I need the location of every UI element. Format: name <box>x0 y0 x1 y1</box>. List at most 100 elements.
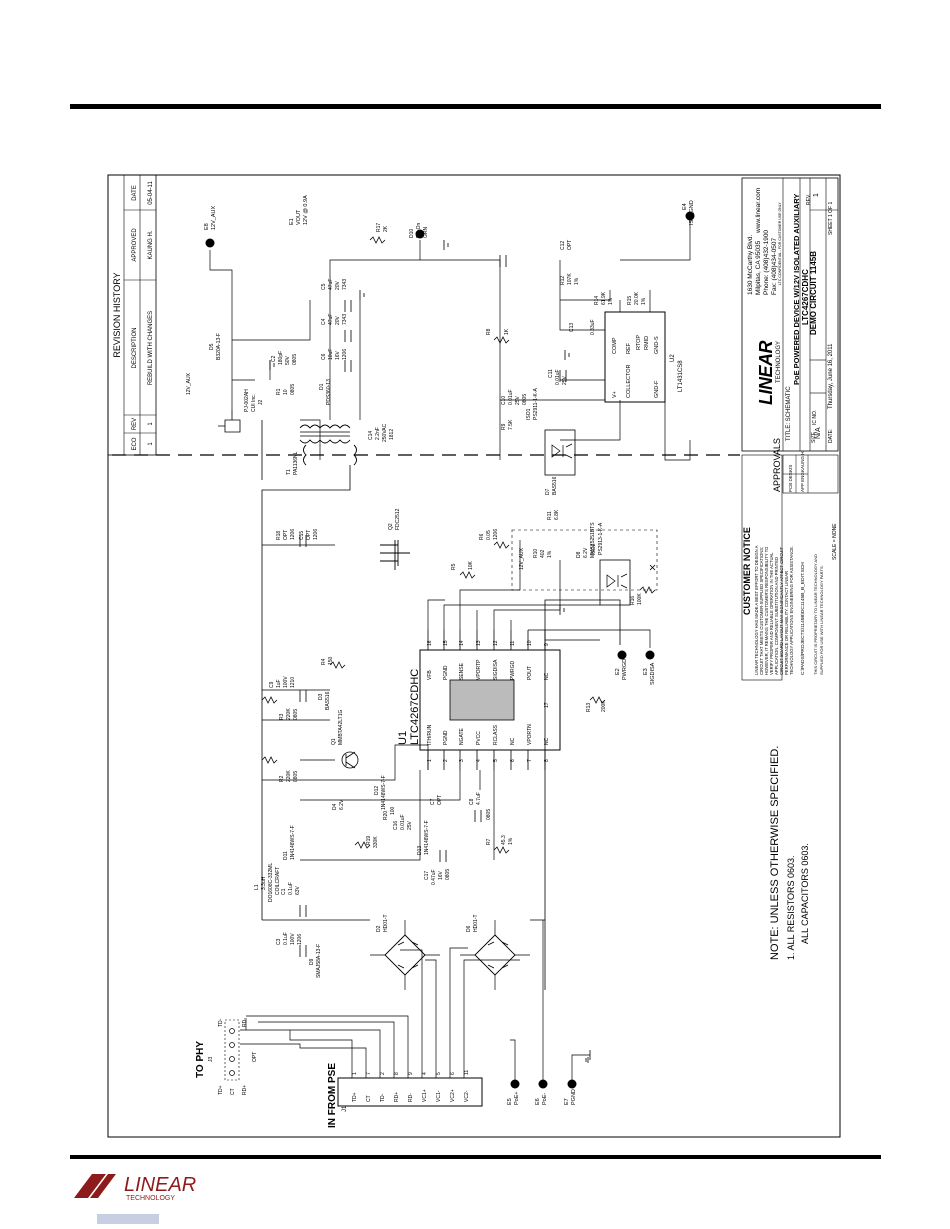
revision-history: REVISION HISTORY ECO REV DESCRIPTION APP… <box>107 174 157 456</box>
tb-sheet: SHEET 1 OF 1 <box>828 202 834 235</box>
aux-net-label-2: 12V_AUX <box>519 547 525 570</box>
l1-part: DO1608C-332ML <box>268 863 274 902</box>
c1-ref: C1 <box>281 888 287 895</box>
u1-pin9-name: NC <box>544 672 550 680</box>
c4-s: 7343 <box>342 314 348 325</box>
r4-val: 150 <box>328 656 334 665</box>
component-labels: E8 12V_AUX E1 VOUT 12V @ 0.9A E4 ISO_GND… <box>186 195 695 1105</box>
c8-s: 0805 <box>486 809 492 820</box>
r1-s: 0805 <box>290 384 296 395</box>
u2-pin-rmid: RMID <box>644 336 650 350</box>
u1-pin16-num: 16 <box>427 640 433 646</box>
l1-vendor: COILCRAFT <box>275 867 281 895</box>
c13-val: 0.33uF <box>590 319 596 335</box>
j1-num-4: 4 <box>422 1072 428 1075</box>
r12-val: 107K <box>567 273 573 285</box>
c15-val: OPT <box>306 530 312 540</box>
u1-pin9-num: 9 <box>544 643 550 646</box>
u1-pin8-name: NC <box>544 737 550 745</box>
d5-ref: D5 <box>209 343 215 350</box>
c14-val: 2.2nF <box>375 427 381 440</box>
r7-ref: R7 <box>486 838 492 845</box>
c7-ref: C7 <box>430 798 436 805</box>
u1-pin6-name: NC <box>510 737 516 745</box>
tp-e4 <box>685 211 695 221</box>
u1-pad-num: 17 <box>544 702 550 708</box>
rev-header-eco: ECO <box>132 437 138 450</box>
tp-e7 <box>567 1079 577 1089</box>
u1-pin10-num: 10 <box>527 640 533 646</box>
c9-ref: C9 <box>269 681 275 688</box>
j1-num-2: 2 <box>380 1072 386 1075</box>
jack-j2 <box>218 410 241 433</box>
e6-net: PoE- <box>542 1093 548 1105</box>
d3-part: BAS516 <box>325 691 331 710</box>
d8-val: 6.2V <box>583 547 589 558</box>
u1-pin13-num: 13 <box>476 640 482 646</box>
footer-logo-text: LINEAR <box>124 1174 196 1196</box>
connector-j3 <box>224 1019 240 1081</box>
title-block <box>741 177 839 452</box>
c6-val: 10uF <box>328 349 334 360</box>
r7-val: 45.3 <box>501 835 507 845</box>
approvals-row2-value: KAUNG H. <box>800 450 805 472</box>
u2-pin-comp: COMP <box>612 337 618 354</box>
rev-header-date: DATE <box>132 185 138 201</box>
u1-pin5-num: 5 <box>493 759 499 762</box>
r15-val: 20.0K <box>634 291 640 305</box>
j1-pin-vc1minus: VC1- <box>436 1090 442 1102</box>
r10-ref: R10 <box>533 549 539 558</box>
j1-pin-tdminus: TD- <box>380 1093 386 1102</box>
c17-val: 0.47uF <box>431 869 437 885</box>
tp-e6 <box>538 1079 548 1089</box>
u2-pin-rtop: RTOP <box>636 335 642 350</box>
r20-val: 100 <box>390 806 396 815</box>
d6-ref: D6 <box>466 925 472 932</box>
tb-date-label: DATE: <box>828 429 834 443</box>
c3-v: 100V <box>290 933 296 945</box>
j1-num-5: 5 <box>436 1072 442 1075</box>
j1-pin-vc1plus: VC1+ <box>422 1089 428 1102</box>
tp-e3 <box>645 650 655 660</box>
j3-ref: J3 <box>208 1057 214 1063</box>
r9-val: 7.5K <box>508 419 514 430</box>
e1-val: 12V @ 0.9A <box>303 195 309 225</box>
d13-part: 1N4148WS-7-F <box>424 820 430 855</box>
bottom-rule <box>70 1155 881 1159</box>
customer-notice-line6: CIRCUIT BOARD LAYOUT MAY SIGNIFICANTLY A… <box>779 547 784 675</box>
r17-val: 2K <box>383 225 389 232</box>
j2-vendor: CUI Inc. <box>251 394 257 412</box>
r14-t: 1% <box>608 297 614 305</box>
j3-pin-tdminus: TD- <box>218 1018 224 1027</box>
r10-t: 1% <box>547 550 553 558</box>
approvals-row1-value: KIS <box>788 465 793 472</box>
c15-s: 1206 <box>313 529 319 540</box>
q2-part: FDC2512 <box>395 508 401 530</box>
u1-pin10-name: POUT <box>527 666 533 680</box>
tb-confidential: LTC CONFIDENTIAL - FOR CUSTOMER USE ONLY <box>778 202 782 285</box>
connector-j1 <box>337 1077 483 1107</box>
c16-val: 0.01uF <box>400 814 406 830</box>
e3-net: SIGDISA <box>650 662 656 685</box>
c4-v: 20V <box>335 315 341 325</box>
j1-pin-tdplus: TD+ <box>352 1092 358 1102</box>
l1-val: 3.3uH <box>261 876 267 890</box>
tb-logo-sub: TECHNOLOGY <box>776 341 782 383</box>
customer-notice-line2: CIRCUIT THAT MEETS CUSTOMER-SUPPLIED SPE… <box>759 547 764 675</box>
q1-part: MMBTA42LT1G <box>338 710 344 745</box>
bridge-d2 <box>370 920 440 990</box>
r3-val: 220K <box>286 708 292 720</box>
r1-ref: R1 <box>276 388 282 395</box>
c2-val: 180pF <box>278 351 284 365</box>
approvals-row1-label: PCB DES. <box>788 471 793 492</box>
rev-row-approved: KAUNG H. <box>148 230 154 259</box>
c7-val: OPT <box>437 795 443 805</box>
c3-val: 0.1uF <box>283 932 289 945</box>
footer-logo-mark <box>74 1174 106 1198</box>
j1-num-8: 8 <box>394 1072 400 1075</box>
tb-title-label: TITLE: SCHEMATIC <box>786 386 792 441</box>
c10-s: 0805 <box>522 394 528 405</box>
c10-v: 25V <box>515 395 521 405</box>
wire-rail-pos <box>261 420 370 921</box>
